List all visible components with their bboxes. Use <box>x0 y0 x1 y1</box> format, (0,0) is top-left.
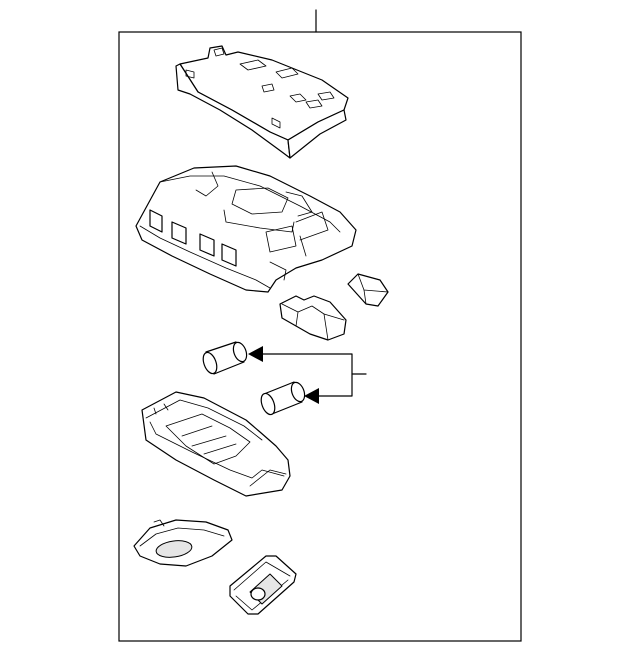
bulb-callout-bracket <box>248 346 367 404</box>
lamp-housing-part <box>135 165 357 293</box>
switch-button-part <box>229 555 297 615</box>
bulb-upper-part <box>202 341 248 375</box>
arrow-head-lower <box>304 388 319 404</box>
trim-bezel-part <box>133 519 233 567</box>
lamp-lens-part <box>141 391 291 497</box>
bulb-lower-part <box>260 381 306 416</box>
console-bracket-part <box>175 45 349 159</box>
switch-knob-large-part <box>279 295 347 341</box>
arrow-head-upper <box>248 346 263 362</box>
diagram-frame <box>118 31 522 642</box>
switch-knob-small-part <box>347 273 389 307</box>
